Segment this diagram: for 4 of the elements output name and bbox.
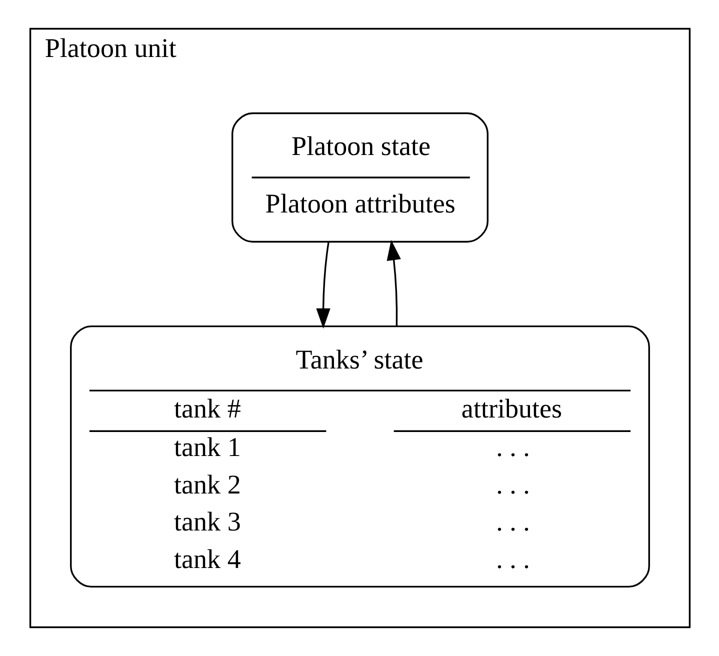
arrow [386,240,400,326]
node-box: Platoon state Platoon attributes [231,112,488,243]
node-box: Tanks’ state tank # attributes tank 1 . . . tank 2 . . . tank 3 . . . tank 4 . . . [70,325,650,588]
arrow [316,242,330,329]
